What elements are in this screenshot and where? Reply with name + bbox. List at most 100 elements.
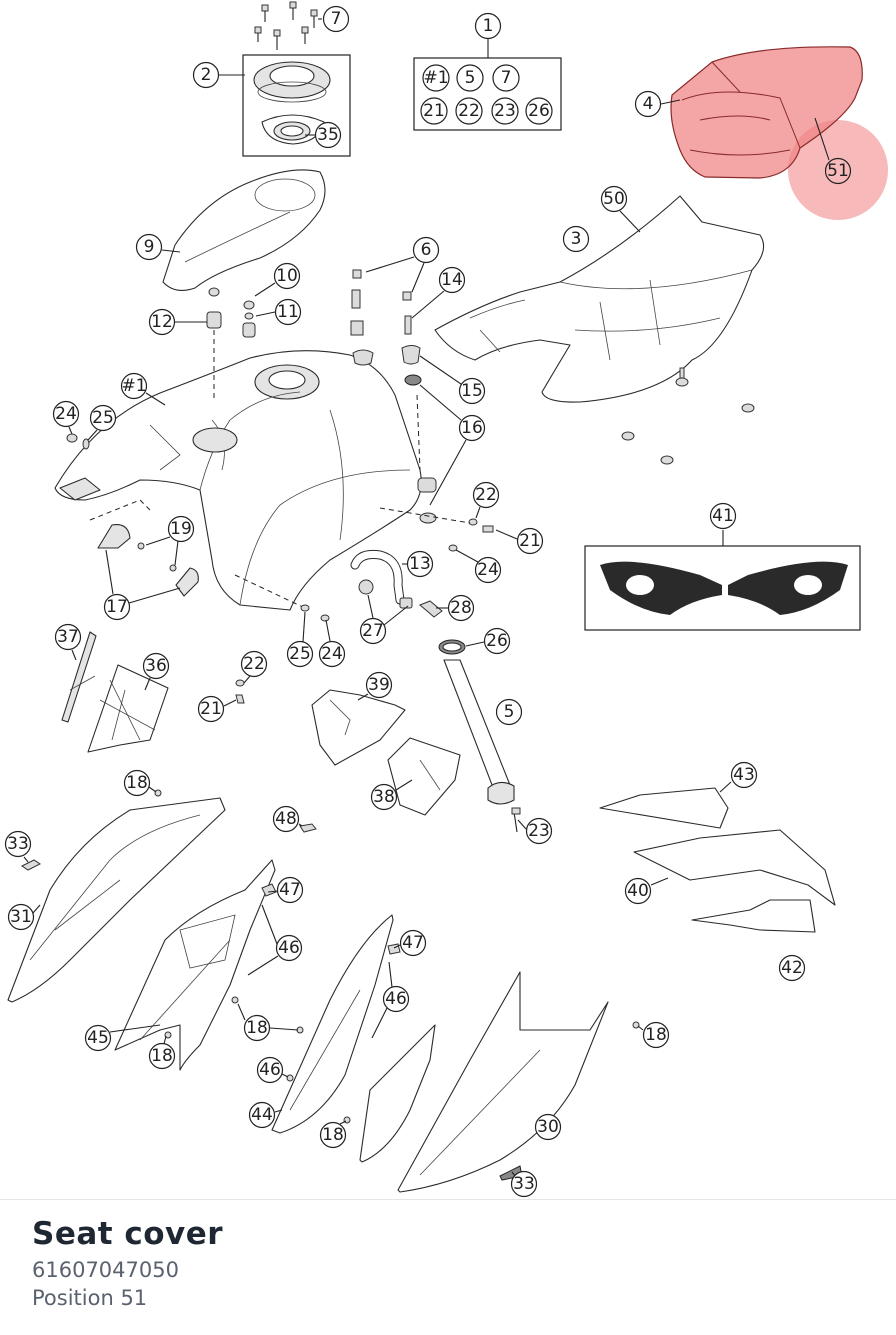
callout-label: 30: [537, 1117, 559, 1137]
fuel-cap-assembly: [242, 54, 351, 157]
callout-24[interactable]: 24: [318, 640, 346, 668]
callout-46[interactable]: 46: [256, 1056, 284, 1084]
callout-17[interactable]: 17: [103, 593, 131, 621]
callout-50[interactable]: 50: [600, 185, 628, 213]
callout-37[interactable]: 37: [54, 623, 82, 651]
callout-leader: [298, 823, 303, 827]
callout-23[interactable]: 23: [525, 817, 553, 845]
small-parts: [21, 679, 317, 871]
callout-13[interactable]: 13: [406, 550, 434, 578]
callout-25[interactable]: 25: [89, 404, 117, 432]
callout-2[interactable]: 2: [192, 61, 220, 89]
callout-label: 37: [57, 627, 79, 647]
callout-label: 40: [627, 881, 649, 901]
callout-circle: [458, 414, 486, 442]
callout-label: 28: [450, 598, 472, 618]
callout-10[interactable]: 10: [273, 262, 301, 290]
callout-46[interactable]: 46: [275, 934, 303, 962]
callout-33[interactable]: 33: [4, 830, 32, 858]
callout-label: 21: [200, 699, 222, 719]
callout-label: 36: [145, 656, 167, 676]
side-panels-upper: [61, 631, 169, 753]
callout-18[interactable]: 18: [123, 769, 151, 797]
callout-51[interactable]: 51: [824, 157, 852, 185]
callout-label: 4: [643, 94, 654, 114]
callout-47[interactable]: 47: [276, 876, 304, 904]
callout-30[interactable]: 30: [534, 1113, 562, 1141]
callout-circle: [120, 372, 148, 400]
callout-21[interactable]: 21: [197, 695, 225, 723]
seat-cover-highlighted[interactable]: [670, 46, 888, 220]
callout-label: 47: [279, 880, 301, 900]
callout-circle: [319, 1121, 347, 1149]
callout-31[interactable]: 31: [7, 903, 35, 931]
callout-leader: [411, 262, 425, 293]
callout-leader: [383, 605, 409, 626]
callout-circle: [370, 783, 398, 811]
callout-label: 39: [368, 675, 390, 695]
callout-24[interactable]: 24: [474, 556, 502, 584]
callout-label: 18: [246, 1018, 268, 1038]
callout-12[interactable]: 12: [148, 308, 176, 336]
callout-4[interactable]: 4: [634, 90, 662, 118]
callout-33[interactable]: 33: [510, 1170, 538, 1198]
callout-47[interactable]: 47: [399, 929, 427, 957]
callout-38[interactable]: 38: [370, 783, 398, 811]
callout-15[interactable]: 15: [458, 377, 486, 405]
callout-leader: [254, 282, 276, 297]
callout-label: 46: [259, 1060, 281, 1080]
callout-leader: [419, 355, 462, 385]
callout-36[interactable]: 36: [142, 652, 170, 680]
callout-label: 21: [519, 531, 541, 551]
callout-40[interactable]: 40: [624, 877, 652, 905]
exploded-parts-diagram: 1 #1 5 7 21 22 23 26: [4, 1, 888, 1198]
callout-14[interactable]: 14: [438, 266, 466, 294]
callout-42[interactable]: 42: [778, 954, 806, 982]
callout-39[interactable]: 39: [365, 671, 393, 699]
callout-18[interactable]: 18: [319, 1121, 347, 1149]
callout-leader: [339, 1120, 347, 1125]
callout-43[interactable]: 43: [730, 761, 758, 789]
callout-label: 50: [603, 189, 625, 209]
callout-circle: [240, 650, 268, 678]
tank-cover: [162, 169, 326, 291]
callout-35[interactable]: 35: [314, 121, 342, 149]
callout-22[interactable]: 22: [240, 650, 268, 678]
callout-label: 18: [322, 1125, 344, 1145]
callout-41[interactable]: 41: [709, 502, 737, 530]
callout-26[interactable]: 26: [483, 627, 511, 655]
callout-18[interactable]: 18: [243, 1014, 271, 1042]
callout-label: 33: [7, 834, 29, 854]
callout-25[interactable]: 25: [286, 640, 314, 668]
callout-label: 19: [170, 519, 192, 539]
callout-7[interactable]: 7: [322, 5, 350, 33]
callout-28[interactable]: 28: [447, 594, 475, 622]
callout-9[interactable]: 9: [135, 233, 163, 261]
callout-leader: [87, 429, 98, 441]
callout-circle: [730, 761, 758, 789]
callout-5[interactable]: 5: [495, 698, 523, 726]
callout-24[interactable]: 24: [52, 400, 80, 428]
callout-hash1[interactable]: #1: [120, 372, 148, 400]
callout-46[interactable]: 46: [382, 985, 410, 1013]
callout-21[interactable]: 21: [516, 527, 544, 555]
callout-3[interactable]: 3: [562, 225, 590, 253]
callout-18[interactable]: 18: [148, 1042, 176, 1070]
callout-11[interactable]: 11: [274, 298, 302, 326]
callout-27[interactable]: 27: [359, 617, 387, 645]
callout-circle: [624, 877, 652, 905]
callout-label: 46: [385, 989, 407, 1009]
callout-leader: [144, 677, 151, 691]
callout-label: 9: [144, 237, 155, 257]
callout-leader: [145, 392, 166, 406]
callout-22[interactable]: 22: [472, 481, 500, 509]
callout-16[interactable]: 16: [458, 414, 486, 442]
callout-18[interactable]: 18: [642, 1021, 670, 1049]
callout-19[interactable]: 19: [167, 515, 195, 543]
callout-44[interactable]: 44: [248, 1101, 276, 1129]
callout-6[interactable]: 6: [412, 236, 440, 264]
callout-45[interactable]: 45: [84, 1024, 112, 1052]
tank-mounts: [97, 523, 199, 597]
callout-circle: [483, 627, 511, 655]
callout-48[interactable]: 48: [272, 805, 300, 833]
